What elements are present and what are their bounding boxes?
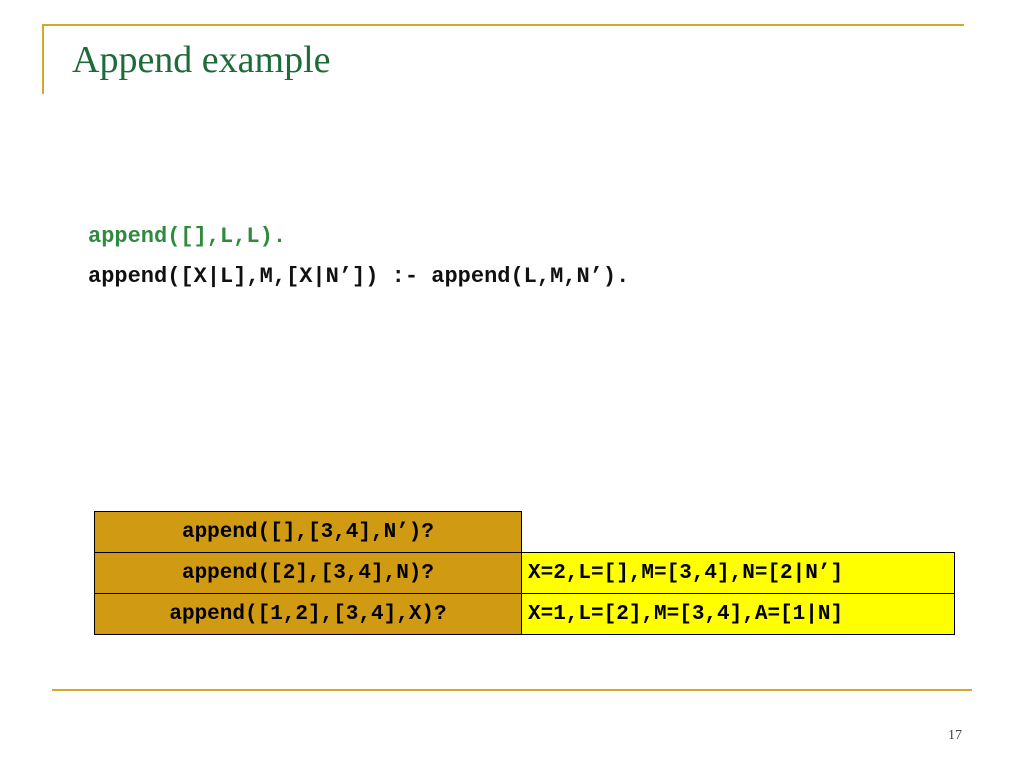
- slide-title: Append example: [72, 39, 331, 81]
- query-cell: append([1,2],[3,4],X)?: [94, 593, 522, 635]
- answer-cell: X=2,L=[],M=[3,4],N=[2|N’]: [521, 552, 955, 594]
- query-trace-table: append([],[3,4],N’)? append([2],[3,4],N)…: [94, 511, 955, 635]
- query-cell: append([2],[3,4],N)?: [94, 552, 522, 594]
- table-row: append([],[3,4],N’)?: [94, 511, 955, 553]
- query-cell: append([],[3,4],N’)?: [94, 511, 522, 553]
- code-line-base-case: append([],L,L).: [88, 224, 287, 249]
- bottom-rule: [52, 689, 972, 691]
- answer-cell-empty: [522, 512, 955, 553]
- table-row: append([2],[3,4],N)? X=2,L=[],M=[3,4],N=…: [94, 552, 955, 594]
- code-line-recursive-case: append([X|L],M,[X|N’]) :- append(L,M,N’)…: [88, 264, 630, 289]
- table-row: append([1,2],[3,4],X)? X=1,L=[2],M=[3,4]…: [94, 593, 955, 635]
- left-rule: [42, 24, 44, 94]
- answer-cell: X=1,L=[2],M=[3,4],A=[1|N]: [521, 593, 955, 635]
- top-rule: [42, 24, 964, 26]
- page-number: 17: [948, 728, 962, 743]
